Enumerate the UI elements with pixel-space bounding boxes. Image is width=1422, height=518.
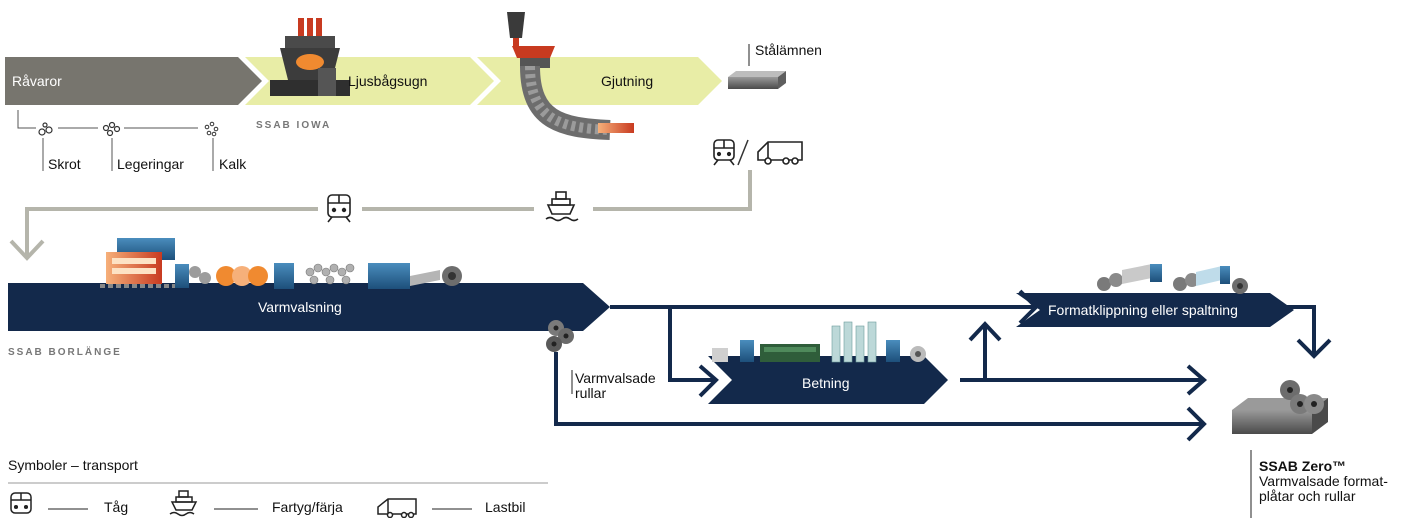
product-line2: plåtar och rullar [1259, 488, 1356, 504]
pickling-arrow [708, 356, 948, 404]
pickling-label: Betning [802, 375, 850, 391]
casting-illustration [507, 12, 634, 140]
arc-furnace-illustration [270, 18, 350, 96]
hot-rolled-coils-line1: Varmvalsade [575, 370, 656, 386]
truck-icon [377, 498, 417, 518]
raw-materials-arrow [5, 57, 262, 105]
raw-materials-label: Råvaror [12, 73, 62, 89]
product-name: SSAB Zero™ [1259, 458, 1347, 474]
product-line1: Varmvalsade format- [1259, 473, 1388, 489]
flow-lines [554, 289, 1332, 442]
casting-label: Gjutning [601, 73, 654, 89]
legend-title: Symboler – transport [8, 457, 138, 473]
cutting-illustration [1097, 264, 1248, 294]
ship-icon [545, 191, 579, 222]
scrap-label: Skrot [48, 156, 81, 172]
site-borlange-label: SSAB BORLÄNGE [8, 347, 122, 358]
transport-route [9, 170, 752, 261]
alloys-icon [102, 121, 121, 137]
hot-rolled-coils-line2: rullar [575, 385, 607, 401]
material-lines [17, 110, 214, 171]
legend-truck-label: Lastbil [485, 499, 526, 515]
casting-arrow [477, 57, 722, 105]
site-iowa-label: SSAB IOWA [256, 120, 332, 131]
lime-label: Kalk [219, 156, 247, 172]
ship-icon [169, 490, 198, 517]
lime-icon [204, 121, 219, 137]
hot-rolling-illustration [100, 238, 462, 289]
train-icon [327, 194, 351, 223]
hot-rolled-coils-illustration [546, 320, 574, 352]
cutting-arrow [1016, 293, 1294, 327]
hot-rolling-label: Varmvalsning [258, 299, 342, 315]
pickling-illustration [712, 321, 926, 363]
slab-illustration [728, 44, 786, 89]
hot-rolling-arrow [8, 283, 610, 331]
train-icon [10, 492, 32, 514]
legend-ship-label: Fartyg/färja [272, 499, 343, 515]
scrap-icon [38, 122, 53, 136]
legend-train-label: Tåg [104, 499, 129, 515]
train-icon [713, 139, 735, 166]
slabs-label: Stålämnen [755, 42, 822, 58]
arc-furnace-label: Ljusbågsugn [348, 73, 428, 89]
product-illustration [1232, 380, 1328, 434]
truck-icon [757, 141, 803, 165]
slash-divider [737, 139, 749, 166]
alloys-label: Legeringar [117, 156, 184, 172]
cutting-label: Formatklippning eller spaltning [1048, 302, 1238, 318]
